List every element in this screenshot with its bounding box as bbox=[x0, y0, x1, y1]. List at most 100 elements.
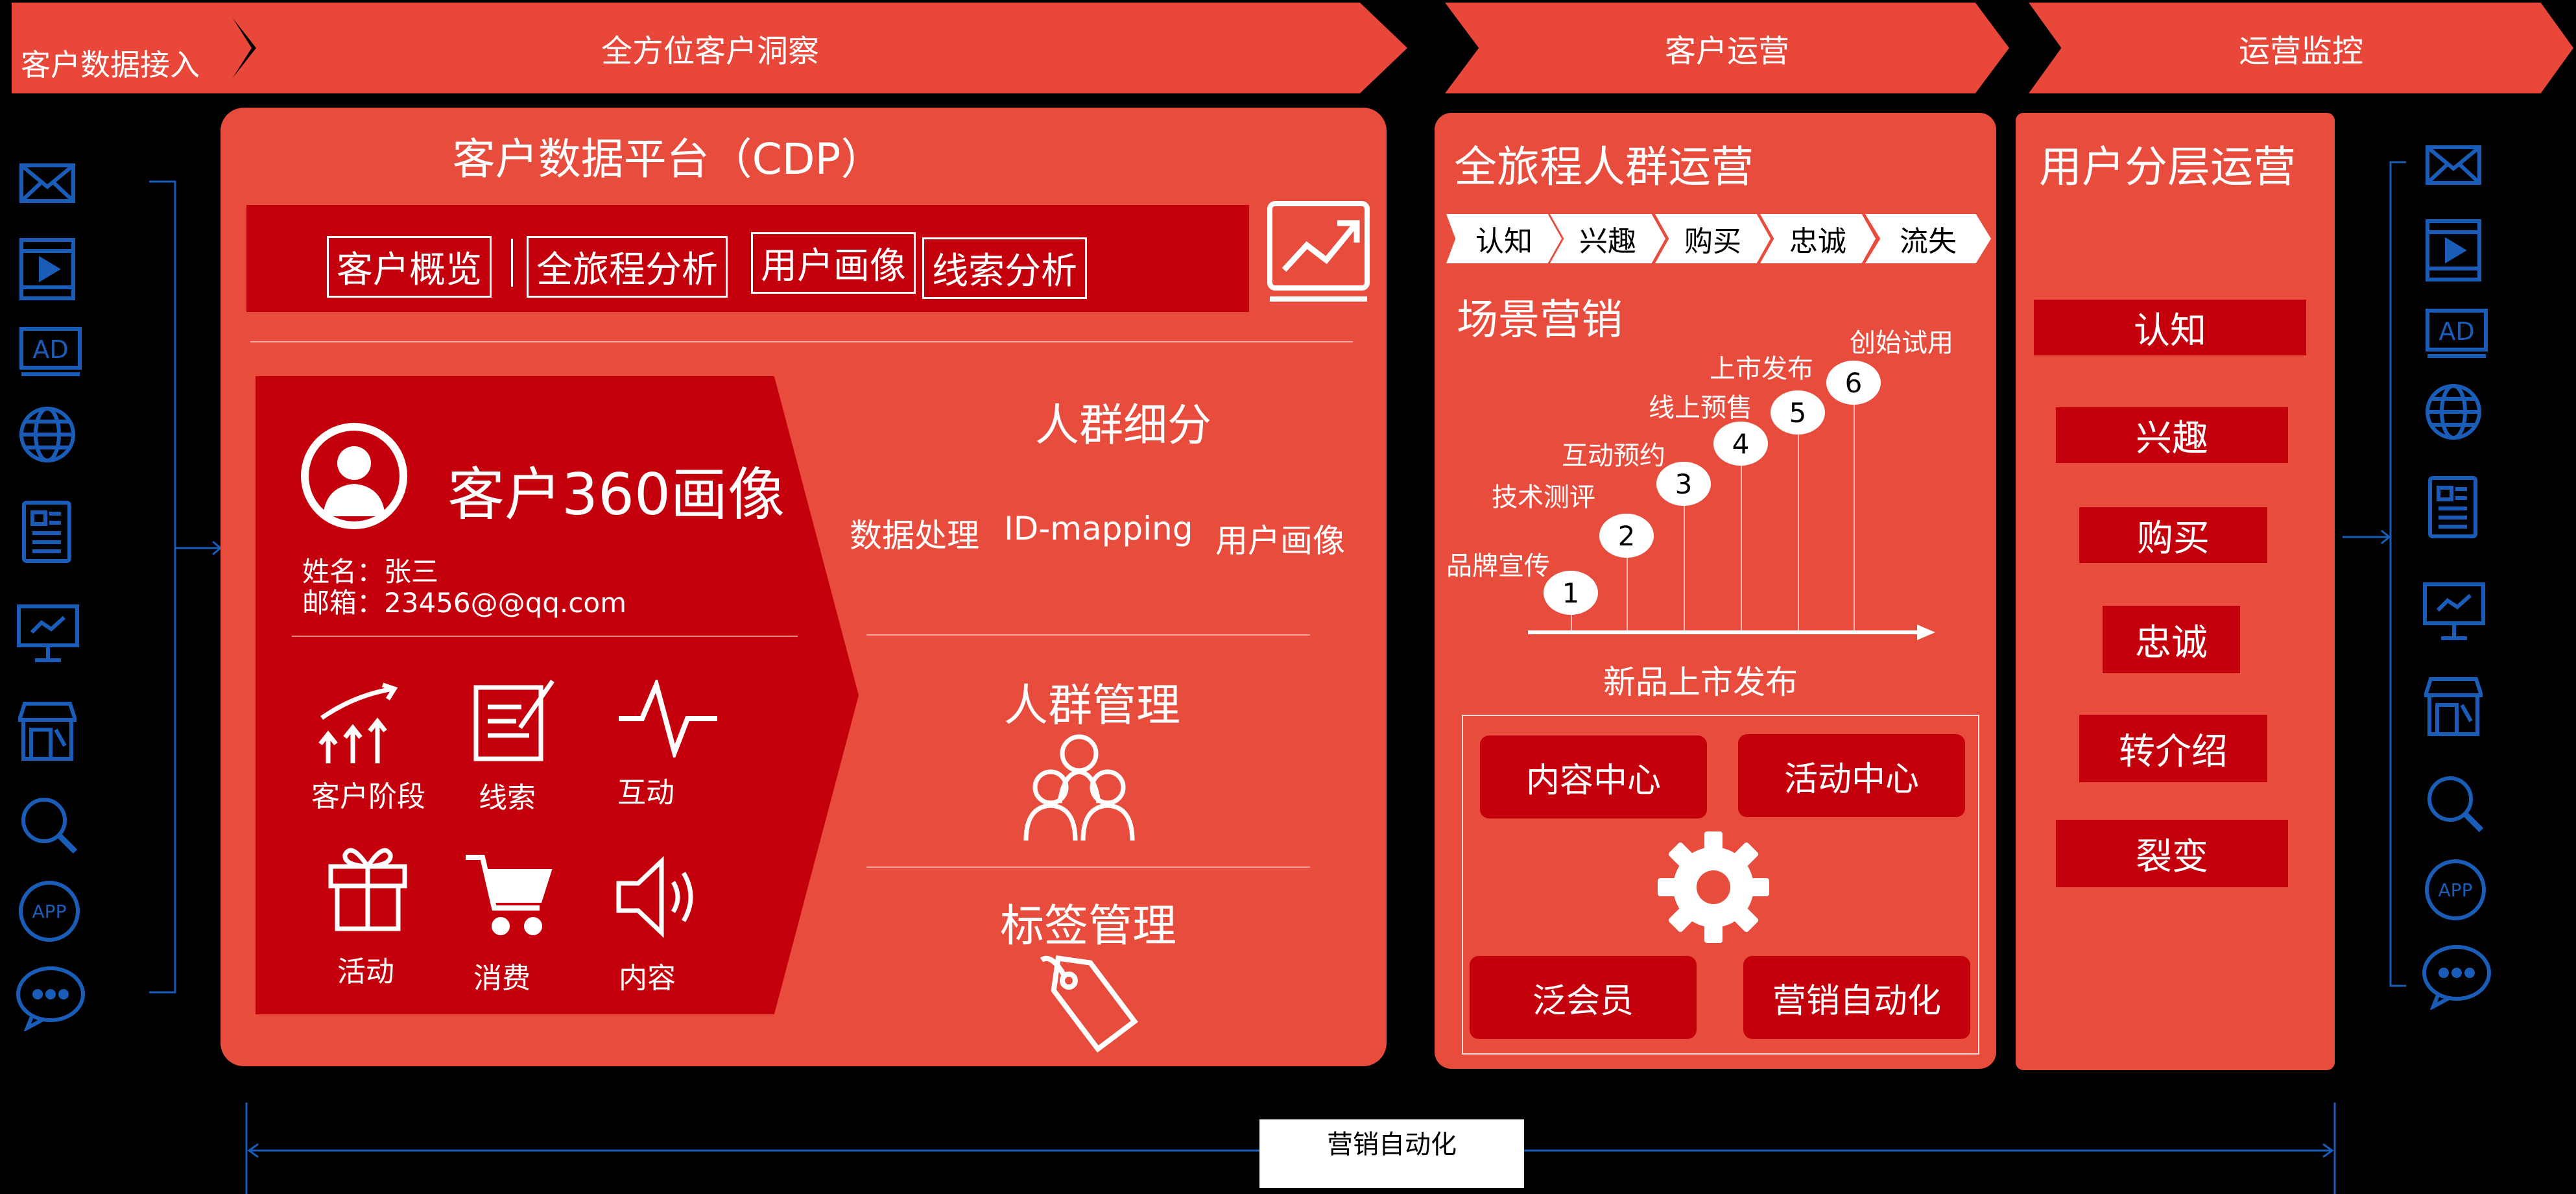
level-referral: 转介绍 bbox=[2079, 715, 2267, 782]
mail-icon bbox=[2426, 145, 2481, 185]
step-stem-6 bbox=[1854, 383, 1855, 632]
svg-text:AD: AD bbox=[32, 335, 68, 364]
right-bracket-arrow bbox=[2343, 161, 2406, 987]
gear-icon bbox=[1658, 831, 1769, 943]
layered-panel: 用户分层运营 认知 兴趣 购买 忠诚 转介绍 裂变 bbox=[2016, 113, 2335, 1070]
stage-chevron-loyalty: 忠诚 bbox=[1760, 214, 1876, 263]
customer-360-block: 客户360画像 姓名：张三 邮箱：23456@@qq.com 客户阶段 线索 互… bbox=[256, 376, 859, 1014]
header-operations: 客户运营 bbox=[1445, 3, 2009, 93]
tab-divider bbox=[511, 239, 513, 287]
step-stem-4 bbox=[1741, 444, 1742, 632]
tag-management-title: 标签管理 bbox=[1000, 901, 1177, 952]
monitor-icon bbox=[17, 604, 79, 662]
item-consumption: 消费 bbox=[473, 962, 531, 995]
step-circle-6: 6 bbox=[1826, 361, 1881, 405]
document-icon bbox=[2428, 476, 2477, 538]
header-data-ingestion: 客户数据接入 bbox=[12, 3, 252, 93]
tab-customer-overview[interactable]: 客户概览 bbox=[327, 236, 492, 298]
svg-text:AD: AD bbox=[2439, 317, 2474, 346]
avatar-icon bbox=[301, 423, 407, 529]
store-icon bbox=[18, 702, 77, 761]
app-icon: APP bbox=[19, 881, 80, 942]
level-awareness: 认知 bbox=[2034, 300, 2306, 355]
group-people-icon bbox=[1023, 734, 1135, 841]
level-interest: 兴趣 bbox=[2056, 407, 2288, 463]
profile-name: 姓名：张三 bbox=[302, 556, 439, 588]
chat-icon bbox=[2422, 945, 2491, 1010]
gift-icon bbox=[328, 848, 407, 931]
hub-content-center[interactable]: 内容中心 bbox=[1480, 735, 1707, 818]
layered-title: 用户分层运营 bbox=[2039, 142, 2296, 192]
ad-icon: AD bbox=[19, 327, 82, 376]
clipboard-edit-icon bbox=[473, 680, 555, 761]
hub-pan-membership[interactable]: 泛会员 bbox=[1470, 956, 1697, 1039]
search-icon bbox=[21, 798, 78, 854]
segmentation-title: 人群细分 bbox=[1035, 400, 1212, 451]
video-icon bbox=[19, 238, 75, 300]
header-monitoring: 运营监控 bbox=[2029, 3, 2573, 93]
globe-icon bbox=[2426, 384, 2481, 440]
timeline-label: 新品上市发布 bbox=[1603, 663, 1798, 701]
pulse-icon bbox=[619, 680, 717, 758]
step-circle-2: 2 bbox=[1599, 514, 1654, 558]
footer-label: 营销自动化 bbox=[1327, 1130, 1457, 1160]
footer-label-box: 营销自动化 bbox=[1259, 1119, 1524, 1188]
journey-panel: 全旅程人群运营 认知 兴趣 购买 忠诚 流失 场景营销 1 2 3 4 5 6 … bbox=[1435, 113, 1996, 1069]
tab-journey-analysis[interactable]: 全旅程分析 bbox=[527, 236, 728, 298]
cdp-separator bbox=[250, 341, 1353, 342]
profile-title: 客户360画像 bbox=[447, 461, 785, 528]
step-label-6: 创始试用 bbox=[1850, 328, 1953, 358]
hub-frame bbox=[1462, 715, 1979, 1055]
hub-activity-center[interactable]: 活动中心 bbox=[1738, 734, 1965, 817]
step-circle-4: 4 bbox=[1713, 422, 1768, 466]
stage-chevrons: 认知 兴趣 购买 忠诚 流失 bbox=[1446, 214, 1991, 263]
step-stem-2 bbox=[1627, 536, 1628, 632]
step-label-2: 技术测评 bbox=[1492, 483, 1595, 512]
profile-email: 邮箱：23456@@qq.com bbox=[302, 587, 626, 619]
cart-icon bbox=[466, 855, 553, 935]
item-content: 内容 bbox=[619, 962, 676, 995]
analytics-chart-icon bbox=[1267, 201, 1370, 302]
right-channel-icons: AD APP bbox=[2419, 137, 2491, 1020]
step-label-1: 品牌宣传 bbox=[1446, 551, 1550, 581]
journey-title: 全旅程人群运营 bbox=[1454, 142, 1754, 192]
search-icon bbox=[2427, 776, 2484, 833]
tab-lead-analysis[interactable]: 线索分析 bbox=[922, 237, 1087, 299]
crowd-management-title: 人群管理 bbox=[1004, 680, 1181, 732]
item-activity: 活动 bbox=[337, 955, 394, 988]
tag-icon bbox=[1040, 955, 1138, 1053]
svg-text:APP: APP bbox=[32, 901, 67, 922]
level-purchase: 购买 bbox=[2079, 507, 2267, 563]
level-loyalty: 忠诚 bbox=[2103, 606, 2240, 673]
video-icon bbox=[2426, 219, 2481, 281]
step-label-5: 上市发布 bbox=[1710, 354, 1813, 384]
seg-id-mapping: ID-mapping bbox=[1004, 510, 1193, 547]
cdp-tab-bar: 客户概览 全旅程分析 用户画像 线索分析 bbox=[246, 205, 1249, 312]
header-insight: 全方位客户洞察 bbox=[221, 3, 1407, 93]
step-label-3: 互动预约 bbox=[1562, 441, 1665, 471]
step-circle-3: 3 bbox=[1656, 462, 1711, 506]
item-interaction: 互动 bbox=[617, 776, 674, 809]
store-icon bbox=[2424, 677, 2483, 736]
level-fission: 裂变 bbox=[2056, 820, 2288, 887]
growth-arrows-icon bbox=[318, 682, 398, 763]
ad-icon: AD bbox=[2426, 309, 2488, 358]
item-customer-stage: 客户阶段 bbox=[311, 780, 425, 813]
step-label-4: 线上预售 bbox=[1649, 393, 1752, 423]
mail-icon bbox=[19, 163, 75, 203]
seg-separator-1 bbox=[866, 634, 1310, 636]
step-stem-3 bbox=[1684, 484, 1685, 632]
left-channel-icons: AD APP bbox=[13, 156, 85, 1038]
chat-icon bbox=[16, 966, 85, 1031]
hub-marketing-automation[interactable]: 营销自动化 bbox=[1743, 956, 1970, 1039]
seg-separator-2 bbox=[866, 866, 1310, 868]
app-icon: APP bbox=[2425, 859, 2486, 920]
step-circle-5: 5 bbox=[1771, 390, 1825, 435]
left-bracket-arrow bbox=[149, 180, 222, 994]
stage-chevron-purchase: 购买 bbox=[1655, 214, 1771, 263]
step-circle-1: 1 bbox=[1544, 571, 1598, 615]
tab-user-portrait[interactable]: 用户画像 bbox=[751, 232, 916, 294]
globe-icon bbox=[19, 407, 75, 462]
seg-data-processing: 数据处理 bbox=[850, 517, 979, 555]
step-stem-5 bbox=[1798, 412, 1799, 632]
